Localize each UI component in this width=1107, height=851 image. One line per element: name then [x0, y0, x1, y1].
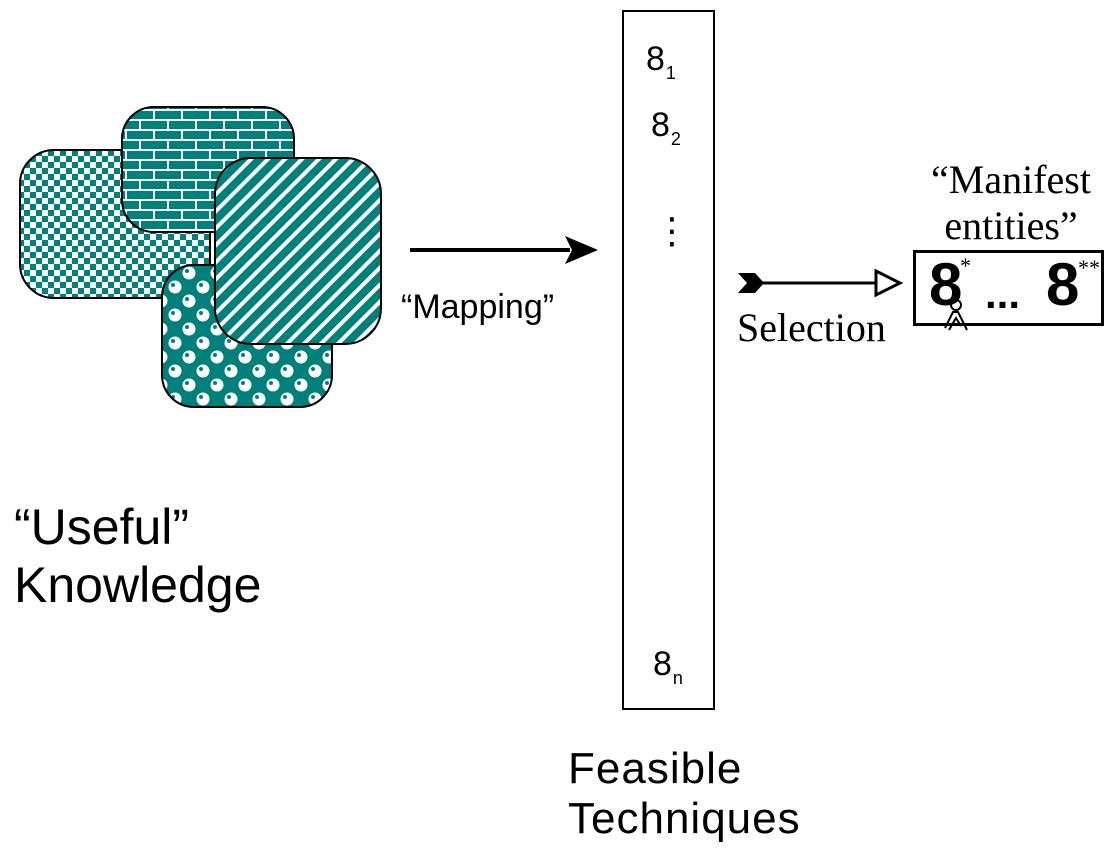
manifest-left-mark: * [960, 253, 971, 278]
technique-item: 82 [651, 106, 681, 149]
manifest-right-symbol: 8 [1046, 251, 1080, 318]
technique-symbol: 8 [646, 40, 665, 78]
mapping-arrow [410, 236, 598, 264]
manifest-entities-label: “Manifest entities” [916, 157, 1106, 249]
selection-arrow [738, 268, 904, 298]
technique-subscript: 1 [665, 63, 676, 83]
mapping-label: “Mapping” [401, 288, 555, 326]
manifest-entities-label-line1: “Manifest [931, 157, 1091, 202]
technique-ellipsis: ⋮ [654, 210, 690, 251]
knowledge-label: “Useful” Knowledge [14, 498, 261, 614]
manifest-entities-label-line2: entities” [944, 203, 1078, 248]
technique-symbol: 8 [653, 645, 672, 683]
selection-label: Selection [737, 305, 886, 350]
manifest-entities-box [913, 250, 1104, 326]
manifest-right-mark: ** [1078, 255, 1100, 280]
feasible-techniques-label-line1: Feasible [568, 744, 743, 793]
feasible-techniques-column [622, 10, 715, 710]
feasible-techniques-label: Feasible Techniques [568, 744, 801, 844]
technique-subscript: n [672, 668, 683, 688]
striped-tile [214, 157, 382, 345]
manifest-left-symbol: 8 [929, 251, 963, 318]
technique-symbol: 8 [651, 106, 670, 144]
technique-subscript: 2 [670, 129, 681, 149]
knowledge-label-line2: Knowledge [14, 557, 262, 613]
technique-item: 81 [646, 40, 676, 83]
manifest-ellipsis: ... [985, 270, 1021, 317]
knowledge-label-line1: “Useful” [14, 499, 190, 555]
technique-item: 8n [653, 645, 683, 688]
feasible-techniques-label-line2: Techniques [568, 794, 801, 843]
